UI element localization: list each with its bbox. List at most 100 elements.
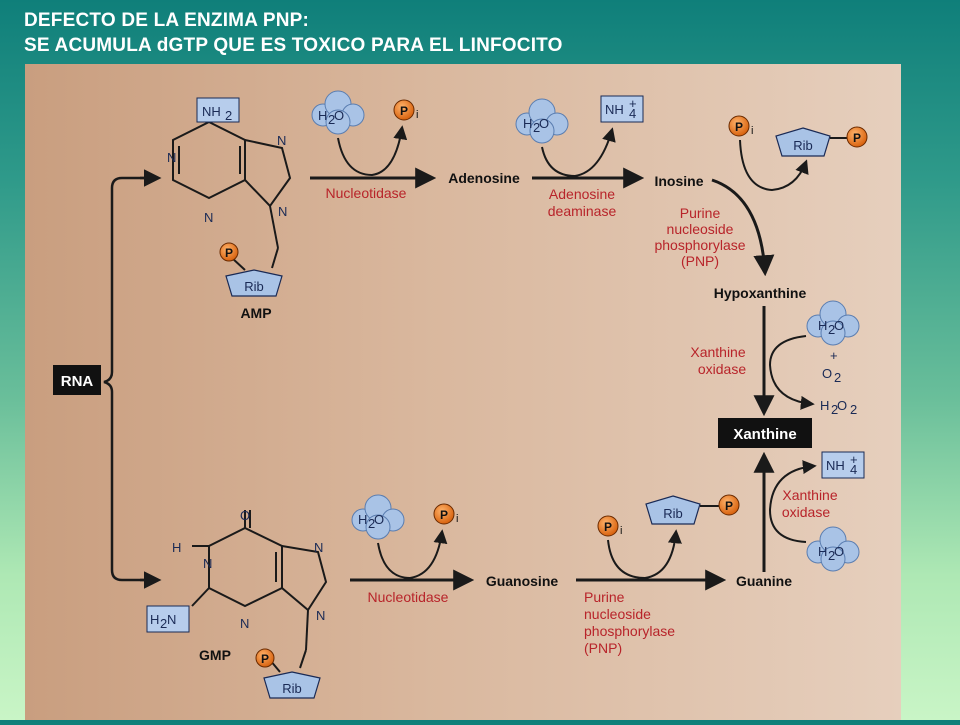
enzyme-xanthine-oxidase-bottom-2: oxidase <box>782 504 830 520</box>
slide-heading: DEFECTO DE LA ENZIMA PNP: SE ACUMULA dGT… <box>24 8 563 58</box>
svg-text:H: H <box>818 544 827 559</box>
svg-text:i: i <box>416 109 418 121</box>
svg-text:O: O <box>539 116 549 131</box>
amp-n1: N <box>167 150 176 165</box>
ammonium-top: NH + 4 <box>600 95 644 123</box>
enzyme-nucleotidase-bottom: Nucleotidase <box>368 589 449 605</box>
enzyme-xanthine-oxidase-top-2: oxidase <box>698 361 746 377</box>
svg-text:4: 4 <box>850 462 857 477</box>
gmp-h2n-h: H <box>150 612 159 627</box>
amp-n3: N <box>204 210 213 225</box>
ribose-phosphate-bottom: Rib P <box>645 494 740 525</box>
svg-text:2: 2 <box>533 120 540 135</box>
enzyme-pnp-top-1: Purine <box>680 205 721 221</box>
rna-bracket <box>103 176 155 582</box>
gmp-atoms: O H N N N N H 2 N P Rib GMP <box>146 508 325 699</box>
gmp-n7: N <box>314 540 323 555</box>
amp-n7: N <box>277 133 286 148</box>
phosphate-top-2: P i <box>728 115 753 137</box>
ammonium-right: NH + 4 <box>821 451 865 479</box>
svg-text:H: H <box>318 108 327 123</box>
rna-label: RNA <box>61 373 94 390</box>
enzyme-xanthine-oxidase-bottom-1: Xanthine <box>782 487 837 503</box>
svg-text:NH: NH <box>605 102 624 117</box>
enzyme-xanthine-oxidase-top-1: Xanthine <box>690 344 745 360</box>
svg-text:O: O <box>837 398 847 413</box>
svg-text:NH: NH <box>826 458 845 473</box>
enzyme-adenosine-deaminase-2: deaminase <box>548 203 617 219</box>
diagram-panel: RNA NH 2 N N N N P Rib AMP H 2 O P <box>25 64 901 720</box>
svg-text:O: O <box>374 512 384 527</box>
purine-degradation-diagram: RNA NH 2 N N N N P Rib AMP H 2 O P <box>53 90 868 699</box>
svg-text:O: O <box>334 108 344 123</box>
amp-structure <box>172 118 292 271</box>
svg-text:O: O <box>834 318 844 333</box>
phosphate-bottom-2: P i <box>597 515 622 537</box>
svg-text:2: 2 <box>831 402 838 417</box>
svg-text:H: H <box>820 398 829 413</box>
water-top-2: H 2 O <box>515 98 569 144</box>
svg-text:2: 2 <box>328 112 335 127</box>
svg-text:P: P <box>400 104 408 118</box>
hypoxanthine-label: Hypoxanthine <box>714 285 807 301</box>
enzyme-pnp-top-4: (PNP) <box>681 253 719 269</box>
gmp-oxygen: O <box>240 508 250 523</box>
adenosine-label: Adenosine <box>448 170 520 186</box>
svg-text:H: H <box>818 318 827 333</box>
svg-text:i: i <box>456 513 458 525</box>
enzyme-pnp-top-2: nucleoside <box>667 221 734 237</box>
enzyme-adenosine-deaminase-1: Adenosine <box>549 186 615 202</box>
enzyme-pnp-top-3: phosphorylase <box>654 237 745 253</box>
svg-text:O: O <box>834 544 844 559</box>
inosine-label: Inosine <box>654 173 703 189</box>
arrow-inosine-to-hypoxanthine <box>711 178 775 277</box>
enzyme-pnp-bottom-4: (PNP) <box>584 640 622 656</box>
phosphate-bottom-1: P i <box>433 503 458 525</box>
phosphate-top-1: P i <box>393 99 418 121</box>
svg-text:P: P <box>735 120 743 134</box>
svg-text:2: 2 <box>828 548 835 563</box>
gmp-n3: N <box>240 616 249 631</box>
gmp-label: GMP <box>199 647 231 663</box>
svg-text:+: + <box>850 452 858 467</box>
svg-text:i: i <box>620 525 622 537</box>
water-top-1: H 2 O <box>311 90 365 135</box>
amp-n9: N <box>278 204 287 219</box>
amp-atoms: NH 2 N N N N P Rib AMP <box>167 97 287 321</box>
enzyme-pnp-bottom-3: phosphorylase <box>584 623 675 639</box>
heading-line-2: SE ACUMULA dGTP QUE ES TOXICO PARA EL LI… <box>24 35 563 56</box>
heading-line-1: DEFECTO DE LA ENZIMA PNP: <box>24 10 310 31</box>
peroxide: H 2 O 2 <box>820 398 857 417</box>
amp-ribose: Rib <box>244 279 264 294</box>
amp-nh2-base: NH <box>202 104 221 119</box>
guanine-label: Guanine <box>736 573 792 589</box>
amp-phosphate: P <box>225 246 233 260</box>
guanosine-label: Guanosine <box>486 573 559 589</box>
gmp-n9: N <box>316 608 325 623</box>
gmp-n1: N <box>203 556 212 571</box>
svg-text:Rib: Rib <box>663 506 683 521</box>
gmp-ribose: Rib <box>282 681 302 696</box>
ribose-phosphate-top: Rib P <box>775 126 868 157</box>
gmp-h2n-sub: 2 <box>160 616 167 631</box>
oxygen-sub: 2 <box>834 370 841 385</box>
xanthine-box: Xanthine <box>718 418 812 448</box>
gmp-phosphate: P <box>261 652 269 666</box>
enzyme-nucleotidase-top: Nucleotidase <box>326 185 407 201</box>
svg-text:Rib: Rib <box>793 138 813 153</box>
water-right-bottom: H 2 O <box>806 526 860 572</box>
svg-text:2: 2 <box>850 402 857 417</box>
svg-text:P: P <box>440 508 448 522</box>
amp-nh2-sub: 2 <box>225 108 232 123</box>
xanthine-label: Xanthine <box>733 426 796 443</box>
water-bottom-1: H 2 O <box>351 494 405 540</box>
gmp-h2n-n: N <box>167 612 176 627</box>
svg-text:P: P <box>725 499 733 513</box>
water-right-top: H 2 O <box>806 300 860 346</box>
gmp-structure <box>191 510 328 673</box>
amp-label: AMP <box>240 305 271 321</box>
svg-text:2: 2 <box>828 322 835 337</box>
enzyme-pnp-bottom-2: nucleoside <box>584 606 651 622</box>
svg-text:i: i <box>751 125 753 137</box>
svg-text:H: H <box>523 116 532 131</box>
